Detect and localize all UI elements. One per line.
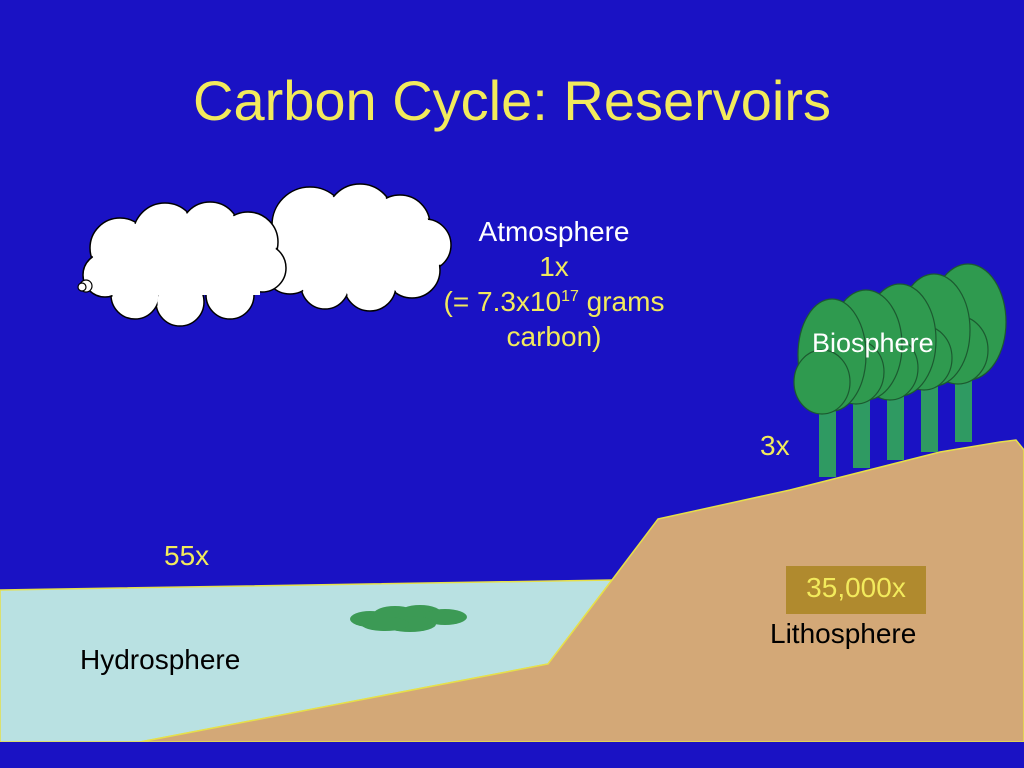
hydrosphere-multiplier: 55x — [164, 540, 210, 571]
atmosphere-mass-note: (= 7.3x1017 grams — [404, 284, 704, 319]
biosphere-label: Biosphere — [812, 328, 934, 358]
atmosphere-note-exponent: 17 — [561, 288, 579, 305]
bottom-strip — [0, 742, 1024, 768]
hydrosphere-label: Hydrosphere — [80, 644, 241, 675]
lithosphere-label: Lithosphere — [770, 618, 917, 649]
slide-title: Carbon Cycle: Reservoirs — [193, 69, 831, 132]
lithosphere-multiplier: 35,000x — [806, 572, 906, 603]
atmosphere-note-prefix: (= 7.3x10 — [443, 286, 562, 317]
cloud-icon — [77, 183, 452, 327]
algae-icon — [350, 605, 467, 632]
biosphere-multiplier: 3x — [760, 430, 790, 461]
atmosphere-note-line2: carbon) — [506, 321, 602, 352]
atmosphere-label: Atmosphere — [478, 216, 630, 247]
lithosphere-badge — [786, 566, 926, 614]
trees-icon — [793, 263, 1007, 477]
atmosphere-note-suffix: grams — [578, 286, 665, 317]
atmosphere-multiplier: 1x — [539, 251, 569, 282]
lithosphere-land — [139, 439, 1024, 743]
atmosphere-annotation: Atmosphere 1x (= 7.3x1017 grams carbon) — [404, 214, 704, 354]
